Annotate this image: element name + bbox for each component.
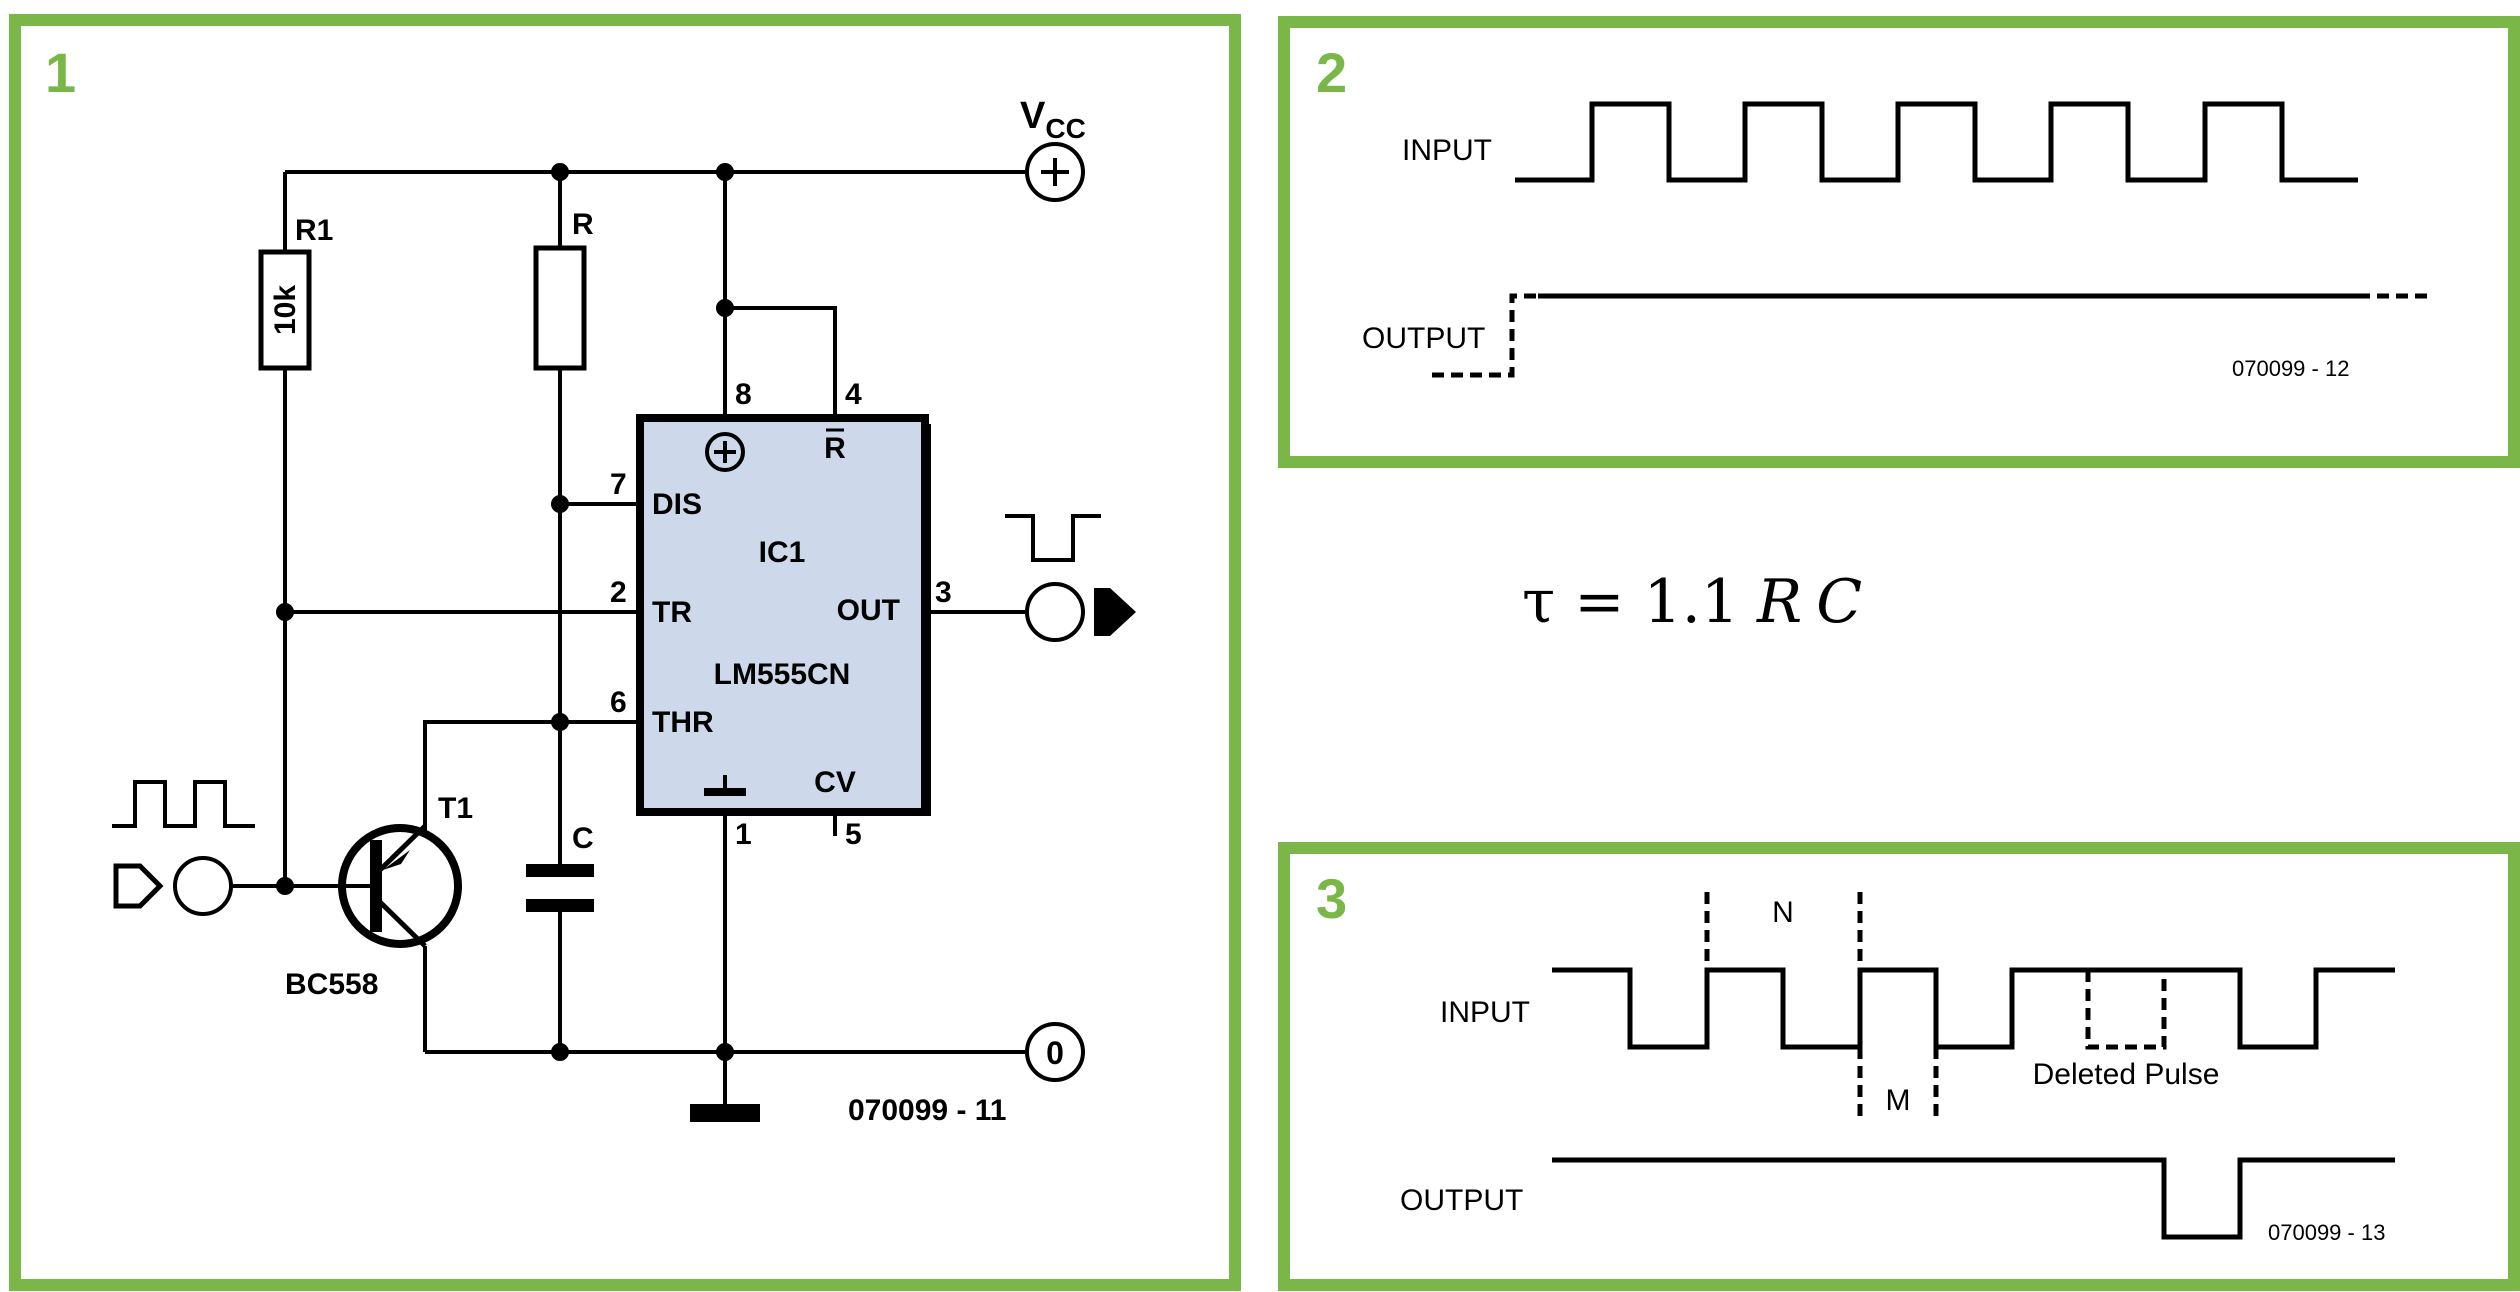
ic1-ground-symbol bbox=[704, 775, 746, 796]
pin-number-1: 1 bbox=[735, 818, 752, 851]
ic1-pin-reset: R bbox=[824, 432, 846, 465]
ic1-supply-symbol bbox=[705, 432, 745, 472]
ic1-pin-out: OUT bbox=[837, 594, 900, 627]
pin-number-4: 4 bbox=[845, 378, 862, 411]
panel-2-output-label: OUTPUT bbox=[1362, 322, 1485, 355]
panel-2-input-label: INPUT bbox=[1402, 134, 1492, 167]
ic1-pin-thr: THR bbox=[652, 706, 714, 739]
panel-3-output-waveform bbox=[1552, 1157, 2395, 1240]
pin-number-2: 2 bbox=[610, 576, 627, 609]
transistor-t1 bbox=[338, 800, 462, 980]
resistor-r bbox=[533, 245, 587, 371]
panel-3-n-label: N bbox=[1772, 896, 1794, 929]
resistor-r1-label: R1 bbox=[295, 214, 333, 247]
vcc-terminal bbox=[1025, 142, 1085, 202]
pin-number-3: 3 bbox=[935, 576, 952, 609]
panel-2-output-dashed-start bbox=[1432, 293, 1538, 378]
panel-3-input-waveform bbox=[1552, 967, 2395, 1050]
panel-1-frame bbox=[9, 14, 1241, 1291]
ic1-pin-dis: DIS bbox=[652, 488, 702, 521]
ground-terminal-label: 0 bbox=[1046, 1035, 1064, 1071]
vcc-label: VCC bbox=[1020, 95, 1086, 144]
capacitor-c-plate-top bbox=[526, 864, 594, 877]
junction-dots bbox=[276, 163, 734, 1061]
panel-1-code: 070099 - 11 bbox=[848, 1094, 1006, 1127]
capacitor-c-label: C bbox=[572, 822, 594, 855]
panel-3-deleted-pulse bbox=[2085, 970, 2167, 1050]
ic1-name: IC1 bbox=[759, 536, 806, 569]
ic1-pin-cv: CV bbox=[814, 766, 856, 799]
capacitor-c-plate-bottom bbox=[526, 899, 594, 912]
input-terminal bbox=[112, 780, 255, 916]
pin-number-6: 6 bbox=[610, 686, 627, 719]
panel-3-frame bbox=[1278, 842, 2520, 1291]
ground-symbol bbox=[690, 1104, 760, 1122]
panel-3-number: 3 bbox=[1316, 867, 1347, 930]
panel-3-m-label: M bbox=[1886, 1084, 1911, 1117]
panel-3-deleted-label: Deleted Pulse bbox=[2033, 1058, 2220, 1091]
pin-number-7: 7 bbox=[610, 468, 627, 501]
ic1-part: LM555CN bbox=[714, 658, 851, 691]
ic1-pin-tr: TR bbox=[652, 596, 692, 629]
panel-3-input-label: INPUT bbox=[1440, 996, 1530, 1029]
transistor-t1-label: T1 bbox=[438, 792, 473, 825]
panel-3-code: 070099 - 13 bbox=[2268, 1220, 2385, 1245]
resistor-r1-value: 10k bbox=[269, 285, 302, 335]
output-terminal bbox=[1005, 514, 1136, 642]
panel-3-output-label: OUTPUT bbox=[1400, 1184, 1523, 1217]
panel-1-number: 1 bbox=[45, 41, 76, 104]
pin-number-8: 8 bbox=[735, 378, 752, 411]
panel-2-code: 070099 - 12 bbox=[2232, 356, 2349, 381]
resistor-r1 bbox=[258, 249, 312, 371]
transistor-t1-part: BC558 bbox=[285, 968, 378, 1001]
panel-2-number: 2 bbox=[1316, 41, 1347, 104]
ic1-body bbox=[636, 414, 929, 816]
resistor-r-label: R bbox=[572, 208, 594, 241]
pin-number-5: 5 bbox=[845, 818, 862, 851]
panel-2-frame bbox=[1278, 16, 2520, 468]
panel-2-input-waveform bbox=[1515, 101, 2358, 183]
ground-terminal bbox=[1025, 1022, 1085, 1082]
